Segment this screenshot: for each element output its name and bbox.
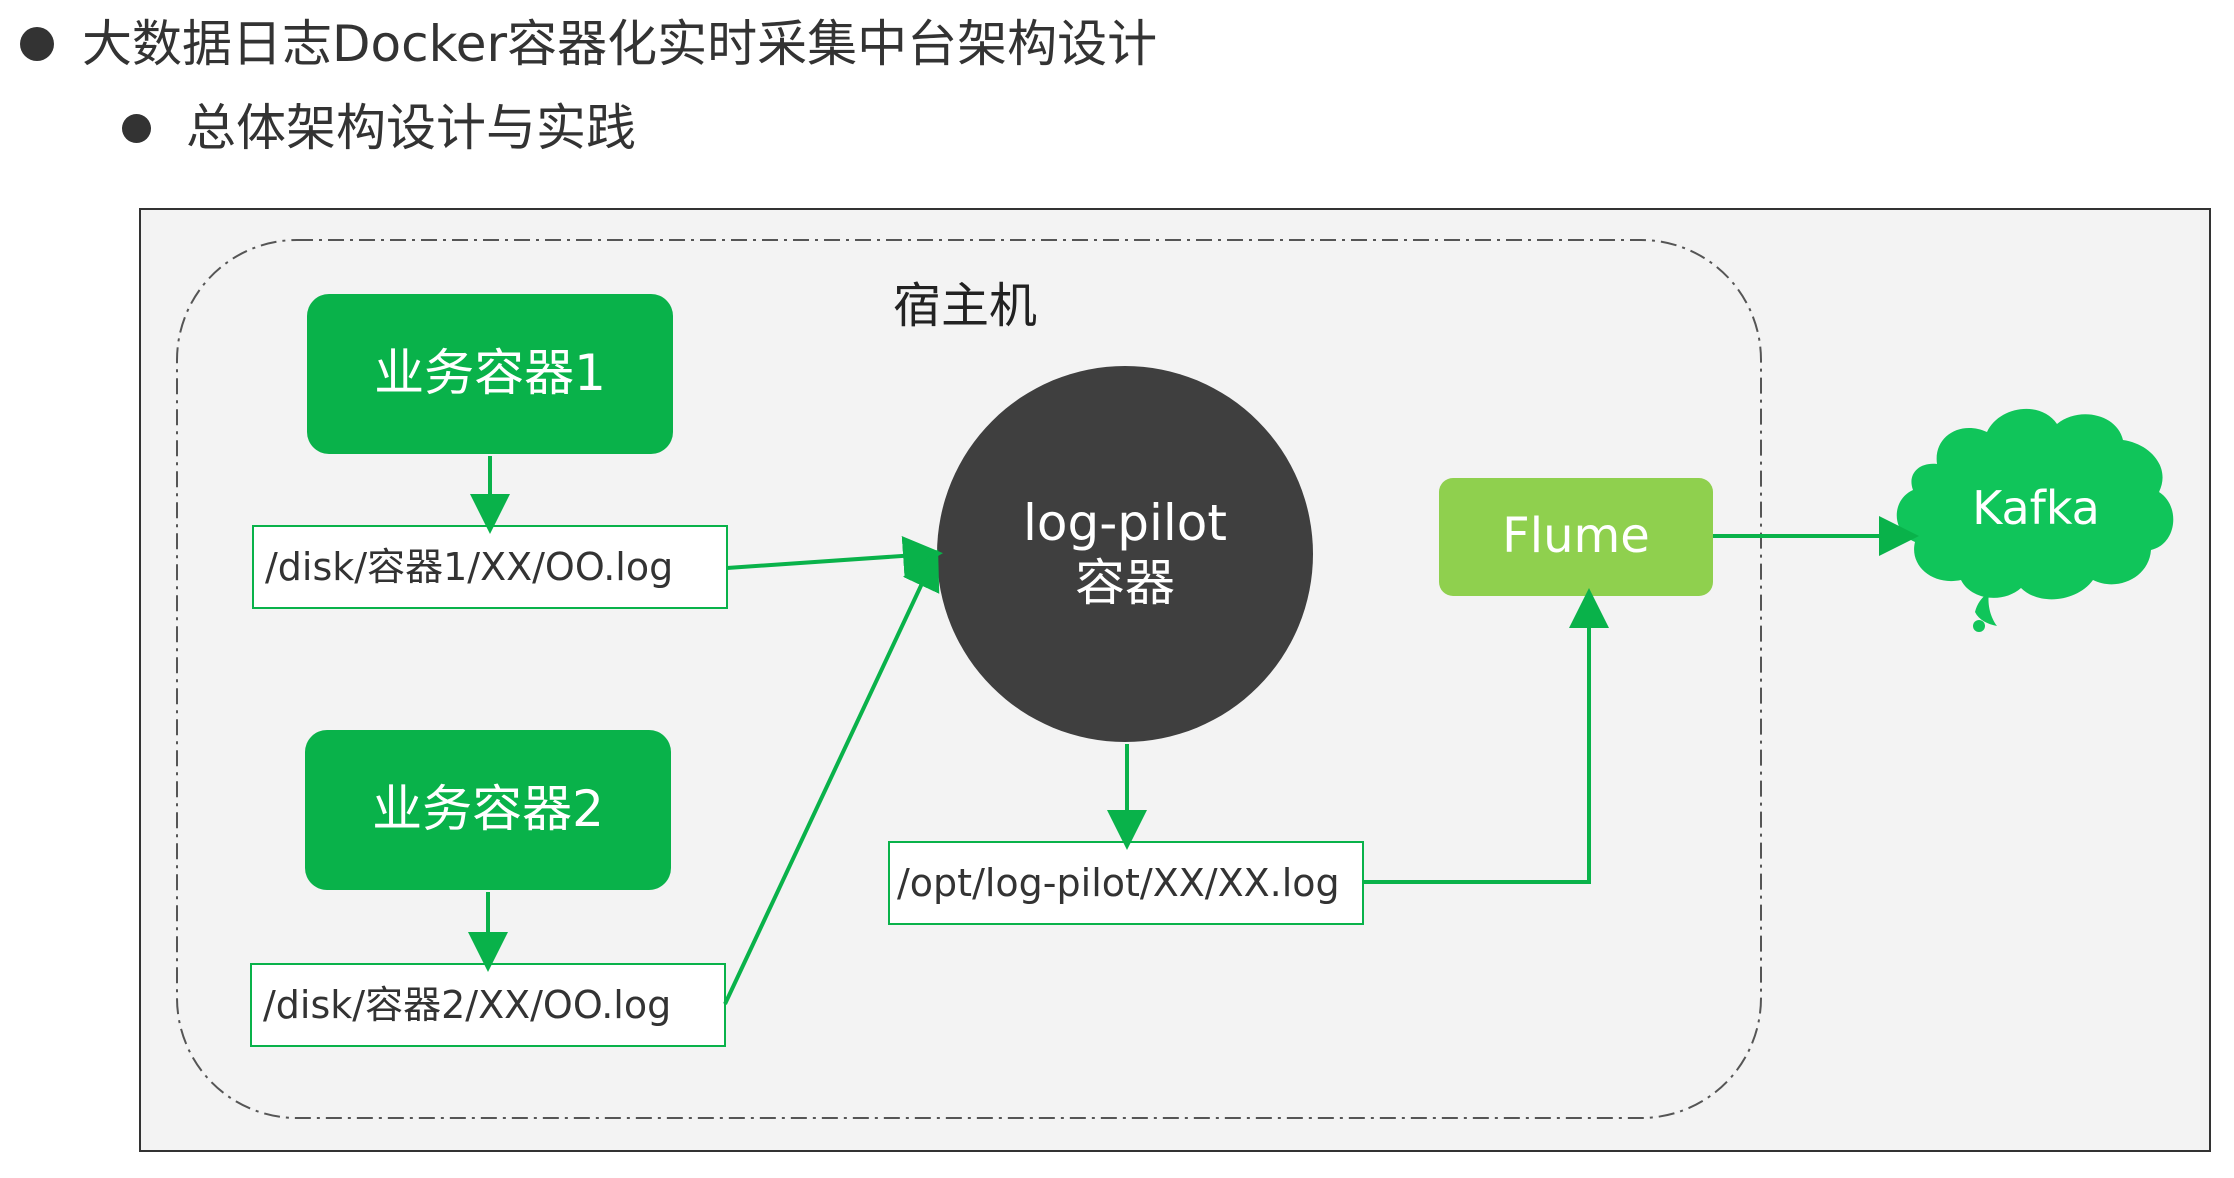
architecture-diagram: 宿主机 业务容器1 业务容器2 /disk/容器1/XX/OO.log /dis… [176,239,2174,1119]
log-pilot-output-box [888,841,1364,925]
log-pilot-container [937,366,1313,742]
arrow-output-to-flume [1363,588,1609,884]
log-path-box-1 [252,525,728,609]
bullet-level2: 总体架构设计与实践 [122,92,636,164]
log-pilot-label-line1: log-pilot [1023,494,1227,552]
log-path-box-2 [250,963,726,1047]
heading-level2: 总体架构设计与实践 [186,99,636,157]
flume-label: Flume [1502,508,1650,564]
kafka-cloud-icon [1896,408,2174,632]
flume-box [1439,478,1713,596]
arrow-log2-to-logpilot [723,549,940,1005]
business-container-1 [307,294,673,454]
business-container-1-label: 业务容器1 [374,344,606,402]
log-path-2: /disk/容器2/XX/OO.log [263,983,671,1027]
heading-level1: 大数据日志Docker容器化实时采集中台架构设计 [82,15,1158,73]
host-boundary [176,239,1762,1119]
bullet-level1: 大数据日志Docker容器化实时采集中台架构设计 [20,8,1157,80]
log-path-1: /disk/容器1/XX/OO.log [265,545,673,589]
business-container-2 [305,730,671,890]
log-pilot-label-line2: 容器 [1075,554,1175,612]
kafka-label: Kafka [1972,481,2100,535]
host-label: 宿主机 [893,278,1037,334]
business-container-2-label: 业务容器2 [372,780,604,838]
arrow-log1-to-logpilot [726,535,943,576]
log-pilot-output-path: /opt/log-pilot/XX/XX.log [897,861,1340,905]
bullet-dot-icon [20,27,54,61]
diagram-frame: 宿主机 业务容器1 业务容器2 /disk/容器1/XX/OO.log /dis… [139,208,2211,1152]
bullet-dot-icon [122,113,151,143]
